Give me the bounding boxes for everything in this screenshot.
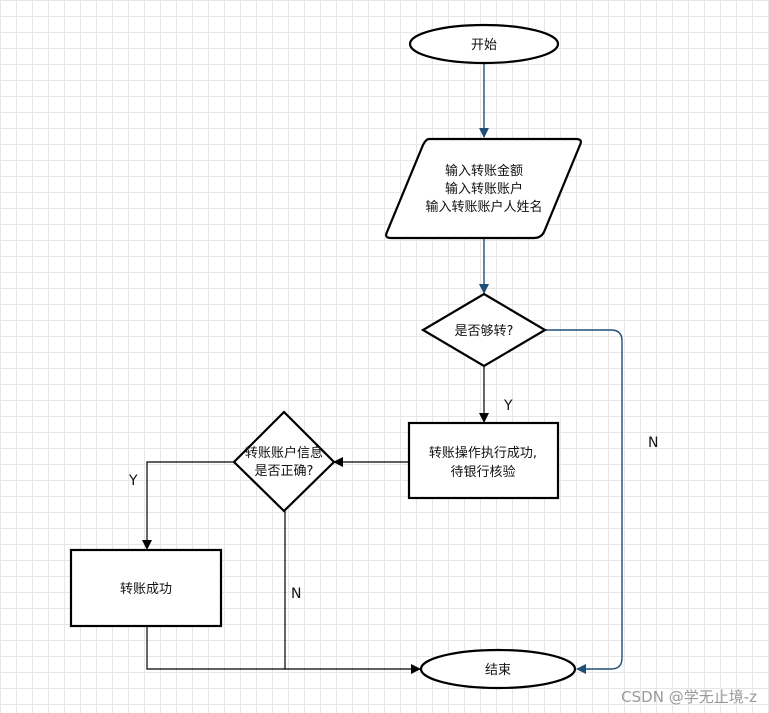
transfer-pending-line-2: 待银行核验 (450, 464, 515, 480)
edge-success-to-end (146, 627, 285, 670)
input-line-1: 输入转账金额 (445, 163, 523, 179)
edge-account-no (284, 511, 421, 674)
success-label: 转账成功 (120, 582, 172, 597)
edge-account-yes (142, 461, 234, 550)
transfer-pending-node: 转账操作执行成功, 待银行核验 (407, 421, 560, 500)
transfer-pending-line-1: 转账操作执行成功, (429, 445, 537, 461)
end-label: 结束 (485, 663, 511, 678)
end-node: 结束 (419, 648, 577, 690)
decision-enough-node: 是否够转? (420, 292, 548, 368)
edge-label-account-no: N (291, 586, 301, 602)
success-node: 转账成功 (69, 548, 223, 628)
edge-decision-no (545, 329, 623, 674)
decision-account-line-1: 转账账户信息 (245, 445, 323, 461)
decision-account-node: 转账账户信息 是否正确? (232, 410, 336, 513)
decision-enough-label: 是否够转? (455, 324, 514, 339)
edge-label-enough-no: N (648, 435, 658, 451)
watermark: CSDN @学无止境-z (621, 688, 757, 706)
edge-label-enough-yes: Y (503, 398, 513, 414)
edge-label-account-yes: Y (128, 473, 138, 489)
start-node: 开始 (408, 23, 560, 65)
decision-account-line-2: 是否正确? (255, 464, 314, 479)
input-line-2: 输入转账账户 (445, 181, 523, 197)
start-label: 开始 (471, 38, 497, 53)
input-line-3: 输入转账账户人姓名 (425, 199, 542, 215)
input-node: 输入转账金额 输入转账账户 输入转账账户人姓名 (385, 137, 582, 240)
